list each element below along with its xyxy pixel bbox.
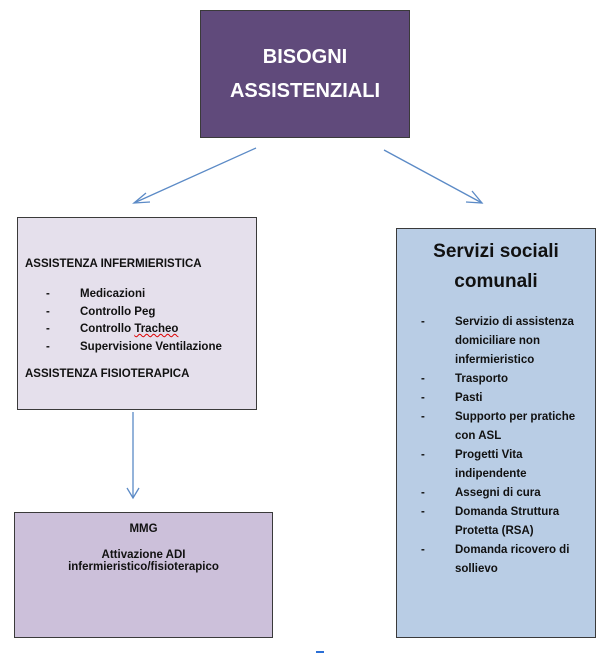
heading-infermieristica: ASSISTENZA INFERMIERISTICA — [25, 258, 202, 270]
list-item: -Controllo Tracheo — [46, 323, 179, 335]
list-item: -Trasporto — [421, 373, 509, 385]
list-item: -Pasti — [421, 392, 483, 404]
list-item: -Servizio di assistenza domiciliare non … — [421, 316, 574, 366]
list-item: -Medicazioni — [46, 288, 146, 300]
servizi-list: -Servizio di assistenza domiciliare non … — [421, 313, 595, 579]
list-item: -Controllo Peg — [46, 305, 156, 318]
list-item: -Assegni di cura — [421, 487, 541, 499]
arrow-to-left — [133, 147, 257, 204]
list-item: -Supporto per pratiche con ASL — [421, 411, 576, 442]
top-line1: BISOGNI — [262, 46, 348, 68]
heading-fisioterapica: ASSISTENZA FISIOTERAPICA — [25, 368, 190, 380]
adi-line1: Attivazione ADI — [101, 549, 186, 561]
top-line2: ASSISTENZIALI — [229, 80, 380, 102]
infermieristica-list: -Medicazioni -Controllo Peg -Controllo T… — [46, 286, 256, 356]
list-item: -Supervisione Ventilazione — [46, 340, 222, 353]
list-item: -Domanda Struttura Protetta (RSA) — [421, 506, 560, 537]
mmg-box: MMG Attivazione ADI infermieristico/fisi… — [14, 512, 273, 638]
mmg-label: MMG — [129, 523, 158, 535]
arrow-to-right — [383, 149, 483, 204]
bisogni-assistenziali-box: BISOGNI ASSISTENZIALI — [200, 10, 410, 138]
list-item: -Domanda ricovero di sollievo — [421, 544, 570, 575]
adi-line2: infermieristico/fisioterapico — [68, 561, 219, 573]
list-item: -Progetti Vita indipendente — [421, 449, 527, 480]
assistenza-box: ASSISTENZA INFERMIERISTICA -Medicazioni … — [17, 217, 257, 410]
cursor-mark — [316, 651, 324, 653]
